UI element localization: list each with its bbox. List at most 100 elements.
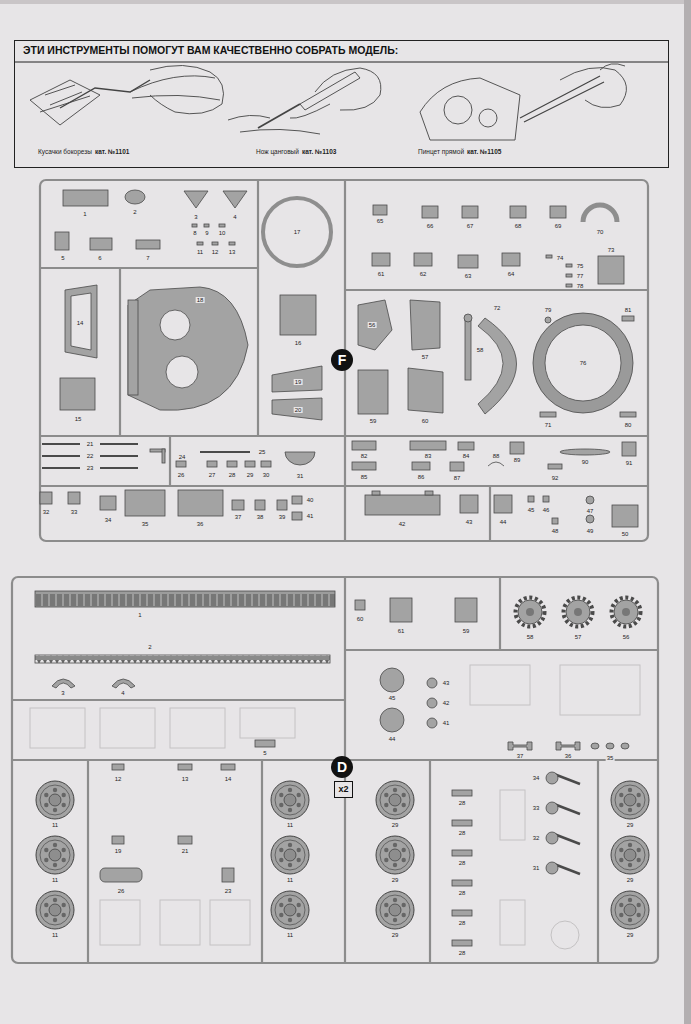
part-number: 28 bbox=[458, 800, 467, 806]
part-number: 22 bbox=[86, 453, 95, 459]
part-number: 58 bbox=[526, 634, 535, 640]
part-number: 92 bbox=[551, 475, 560, 481]
part-number: 45 bbox=[527, 507, 536, 513]
part-number: 43 bbox=[465, 519, 474, 525]
part-number: 79 bbox=[544, 307, 553, 313]
tool-caption: Кусачки бокорезы bbox=[38, 149, 92, 156]
part-number: 11 bbox=[286, 932, 294, 938]
part-number: 71 bbox=[544, 422, 553, 428]
part-number: 21 bbox=[86, 441, 95, 447]
part-number: 63 bbox=[464, 273, 473, 279]
part-number: 17 bbox=[293, 229, 302, 235]
part-number: 41 bbox=[306, 513, 315, 519]
part-number: 86 bbox=[417, 474, 426, 480]
part-number: 59 bbox=[369, 418, 378, 424]
panel-heading: ЭТИ ИНСТРУМЕНТЫ ПОМОГУТ ВАМ КАЧЕСТВЕННО … bbox=[23, 44, 660, 57]
part-number: 30 bbox=[262, 472, 271, 478]
part-number: 28 bbox=[458, 830, 467, 836]
part-number: 11 bbox=[51, 932, 59, 938]
part-number: 61 bbox=[377, 271, 386, 277]
part-number: 1 bbox=[137, 612, 142, 618]
part-number: 25 bbox=[258, 449, 267, 455]
part-number: 42 bbox=[442, 700, 451, 706]
part-number: 87 bbox=[453, 475, 462, 481]
part-number: 33 bbox=[70, 509, 79, 515]
part-number: 37 bbox=[516, 753, 525, 759]
part-number: 61 bbox=[397, 628, 406, 634]
part-number: 47 bbox=[586, 508, 595, 514]
badge-text: F bbox=[338, 353, 347, 367]
part-number: 28 bbox=[458, 860, 467, 866]
badge-text: D bbox=[337, 760, 347, 774]
sprue-letter-badge: F bbox=[331, 349, 353, 371]
part-number: 69 bbox=[554, 223, 563, 229]
part-number: 59 bbox=[462, 628, 471, 634]
part-number: 91 bbox=[625, 460, 634, 466]
part-number: 13 bbox=[228, 249, 237, 255]
part-number: 73 bbox=[607, 247, 616, 253]
part-number: 34 bbox=[532, 775, 541, 781]
part-number: 75 bbox=[576, 263, 585, 269]
part-number: 43 bbox=[442, 680, 451, 686]
part-number: 90 bbox=[581, 459, 590, 465]
part-number: 35 bbox=[606, 755, 615, 761]
part-number: 27 bbox=[208, 472, 217, 478]
part-number: 21 bbox=[181, 848, 190, 854]
part-number: 5 bbox=[262, 750, 267, 756]
sprue-letter-badge: D bbox=[331, 756, 353, 778]
part-number: 12 bbox=[211, 249, 220, 255]
part-number: 11 bbox=[286, 877, 294, 883]
part-number: 11 bbox=[51, 822, 59, 828]
part-number: 77 bbox=[576, 273, 585, 279]
part-number: 23 bbox=[86, 465, 95, 471]
part-number: 29 bbox=[391, 877, 400, 883]
part-number: 28 bbox=[458, 950, 467, 956]
part-number: 23 bbox=[224, 888, 233, 894]
part-number: 60 bbox=[421, 418, 430, 424]
part-number: 29 bbox=[626, 877, 635, 883]
part-number: 11 bbox=[51, 877, 59, 883]
part-number: 78 bbox=[576, 283, 585, 289]
tool-caption: кат. №1101 bbox=[95, 149, 129, 156]
part-number: 83 bbox=[424, 453, 433, 459]
part-number: 3 bbox=[193, 214, 198, 220]
part-number: 57 bbox=[574, 634, 583, 640]
part-number: 28 bbox=[458, 890, 467, 896]
part-number: 67 bbox=[466, 223, 475, 229]
badge-text: x2 bbox=[338, 785, 348, 794]
part-number: 20 bbox=[294, 407, 303, 413]
tool-caption: Пинцет прямой bbox=[418, 149, 464, 156]
tool-caption: Нож цанговый bbox=[256, 149, 299, 156]
part-number: 57 bbox=[421, 354, 430, 360]
part-number: 45 bbox=[388, 695, 397, 701]
part-number: 34 bbox=[104, 517, 113, 523]
part-number: 56 bbox=[368, 322, 377, 328]
part-number: 32 bbox=[42, 509, 51, 515]
part-number: 7 bbox=[145, 255, 150, 261]
part-number: 44 bbox=[499, 519, 508, 525]
part-number: 35 bbox=[141, 521, 150, 527]
part-number: 2 bbox=[132, 209, 137, 215]
part-number: 85 bbox=[360, 474, 369, 480]
part-number: 2 bbox=[147, 644, 152, 650]
part-number: 16 bbox=[294, 340, 303, 346]
part-number: 76 bbox=[579, 360, 588, 366]
part-number: 64 bbox=[507, 271, 516, 277]
part-number: 74 bbox=[556, 255, 565, 261]
part-number: 26 bbox=[117, 888, 126, 894]
part-number: 14 bbox=[76, 320, 85, 326]
part-number: 38 bbox=[256, 514, 265, 520]
part-number: 13 bbox=[181, 776, 190, 782]
part-number: 72 bbox=[493, 305, 502, 311]
part-number: 10 bbox=[218, 230, 227, 236]
quantity-box: x2 bbox=[334, 781, 353, 798]
part-number: 81 bbox=[624, 307, 633, 313]
part-number: 24 bbox=[178, 454, 187, 460]
part-number: 5 bbox=[60, 255, 65, 261]
part-number: 44 bbox=[388, 736, 397, 742]
part-number: 3 bbox=[60, 690, 65, 696]
tool-caption: кат. №1103 bbox=[302, 149, 336, 156]
part-number: 28 bbox=[458, 920, 467, 926]
part-number: 18 bbox=[196, 297, 205, 303]
part-number: 12 bbox=[114, 776, 123, 782]
